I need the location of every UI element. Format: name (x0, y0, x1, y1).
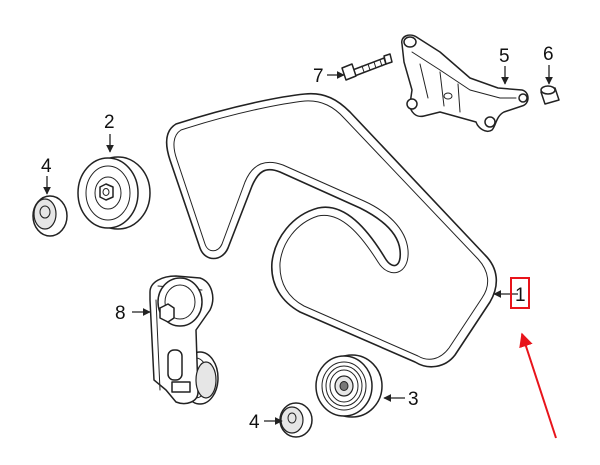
idler-pulley-top (77, 156, 151, 230)
pulley-cap-upper (32, 195, 68, 237)
highlight (510, 277, 557, 439)
callout-4-upper: 4 (41, 156, 52, 177)
callout-labels: 1 2 3 4 4 5 6 7 8 (41, 44, 554, 433)
callout-7: 7 (313, 66, 324, 87)
highlight-arrow (519, 332, 557, 439)
idler-pulley-bottom (315, 354, 383, 418)
callout-1: 1 (515, 285, 526, 306)
leader-lines (43, 65, 553, 425)
tensioner (149, 275, 219, 405)
highlight-box (510, 277, 530, 309)
serpentine-belt (165, 92, 498, 368)
callout-3: 3 (408, 389, 419, 410)
callout-4-lower: 4 (249, 412, 260, 433)
callout-2: 2 (104, 112, 115, 133)
mounting-bracket (401, 34, 529, 133)
callout-8: 8 (115, 303, 126, 324)
spacer (540, 85, 560, 105)
callout-5: 5 (499, 46, 510, 67)
callout-6: 6 (543, 44, 554, 65)
bolt (341, 53, 393, 81)
pulley-cap-lower (279, 402, 313, 438)
